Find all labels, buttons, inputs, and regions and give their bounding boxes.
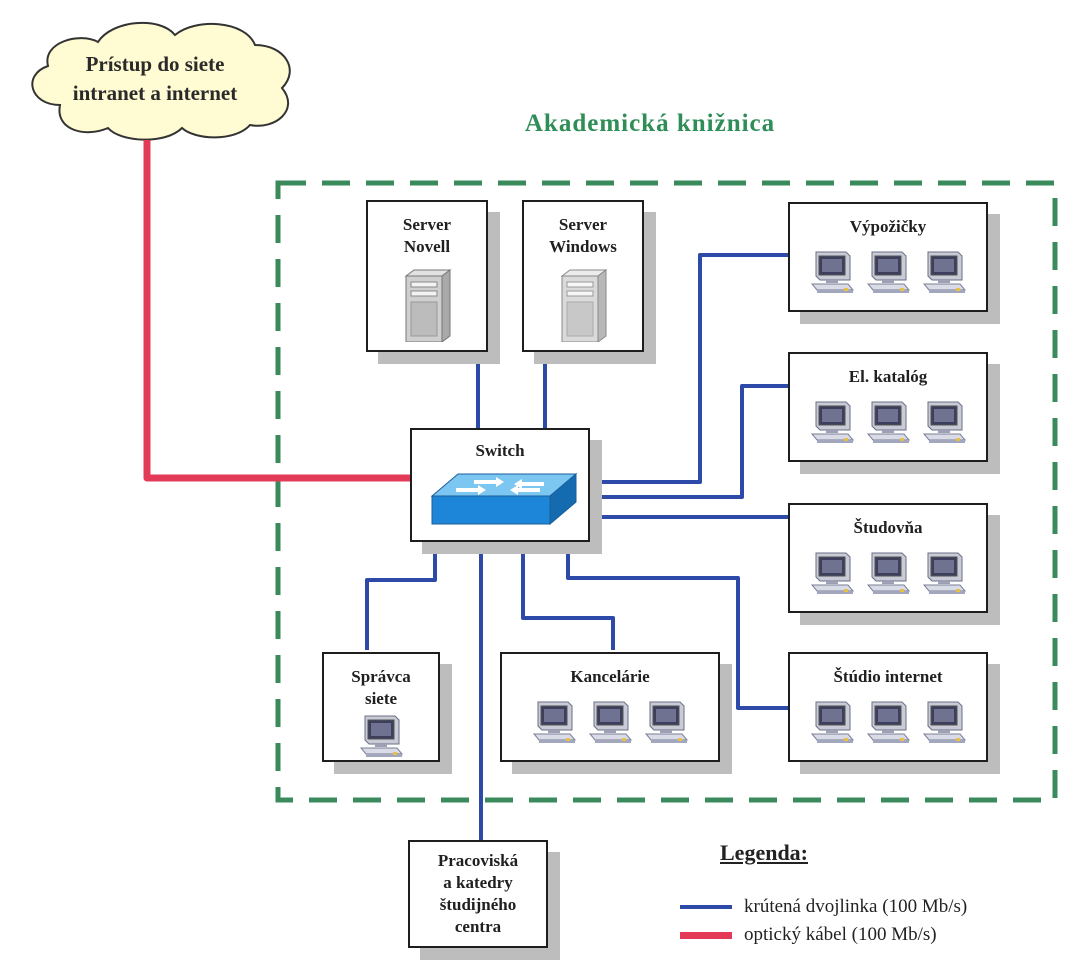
legend-title: Legenda: [720,840,808,865]
line-vypozicky [590,253,790,484]
cloud-label: Prístup do siete intranet a internet [30,50,280,108]
workstations [790,551,986,597]
computer-icon [588,701,632,743]
spravca-label-line1: Správca [351,667,411,686]
line-kancelarie [521,540,615,650]
server-icon [404,269,452,342]
legend-fiber-label: optický kábel (100 Mb/s) [744,924,937,945]
legend-twisted-pair: krútená dvojlinka (100 Mb/s) [680,896,967,918]
vypozicky-label: Výpožičky [849,217,927,236]
legend-red-line [680,931,732,939]
workstations [324,714,438,760]
library-perimeter [275,180,1058,803]
studio-internet-label: Štúdio internet [833,667,943,686]
computer-icon [866,552,910,594]
computer-icon [866,251,910,293]
line-el-katalog [590,384,790,499]
server-novell-label: Server Novell [368,214,486,258]
line-studio-internet [566,540,790,710]
spravca-label: Správca siete [324,666,438,710]
spravca-label-line2: siete [364,689,398,708]
computer-icon [532,701,576,743]
cloud-label-line2: intranet a internet [72,81,238,105]
switch-box: Switch [410,428,590,542]
legend-twisted-pair-label: krútená dvojlinka (100 Mb/s) [744,896,968,917]
workstations [790,400,986,446]
computer-icon [922,251,966,293]
computer-icon [866,401,910,443]
el-katalog-label: El. katalóg [848,367,928,386]
switch-icon [430,472,578,526]
computer-icon [810,701,854,743]
vypozicky-box: Výpožičky [788,202,988,312]
computer-icon [922,701,966,743]
server-windows-label: Server Windows [524,214,642,258]
computer-icon [866,701,910,743]
legend-fiber: optický kábel (100 Mb/s) [680,924,937,946]
computer-icon [810,552,854,594]
line-spravca [365,540,437,650]
studovna-label: Študovňa [853,518,923,537]
kancelarie-label: Kancelárie [570,667,650,686]
el-katalog-box: El. katalóg [788,352,988,462]
workstations [790,250,986,296]
spravca-box: Správca siete [322,652,440,762]
computer-icon [810,251,854,293]
computer-icon [359,715,403,757]
server-novell-label-line1: Server [402,215,452,234]
computer-icon [922,552,966,594]
cloud-shape [31,21,291,141]
studovna-box: Študovňa [788,503,988,613]
server-windows-label-line2: Windows [549,237,617,256]
pracoviska-box: Pracoviská a katedry študijného centra [408,840,548,948]
server-novell-box: Server Novell [366,200,488,352]
studio-internet-box: Štúdio internet [788,652,988,762]
fiber-line [143,140,410,482]
server-icon [560,269,608,342]
server-windows-label-line1: Server [558,215,608,234]
pracoviska-label-line1: Pracoviská [437,851,519,870]
legend-blue-line [680,905,732,909]
pracoviska-label: Pracoviská a katedry študijného centra [410,850,546,938]
workstations [790,700,986,746]
pracoviska-label-line2: a katedry [443,873,513,892]
computer-icon [922,401,966,443]
kancelarie-box: Kancelárie [500,652,720,762]
computer-icon [644,701,688,743]
server-windows-box: Server Windows [522,200,644,352]
diagram-title: Akademická knižnica [524,110,776,137]
twisted-pair-lines [365,253,790,840]
workstations [502,700,718,746]
cloud-label-line1: Prístup do siete [85,52,225,76]
switch-label: Switch [475,441,525,460]
computer-icon [810,401,854,443]
pracoviska-label-line4: centra [454,917,502,936]
server-novell-label-line2: Novell [403,237,451,256]
pracoviska-label-line3: študijného [439,895,517,914]
